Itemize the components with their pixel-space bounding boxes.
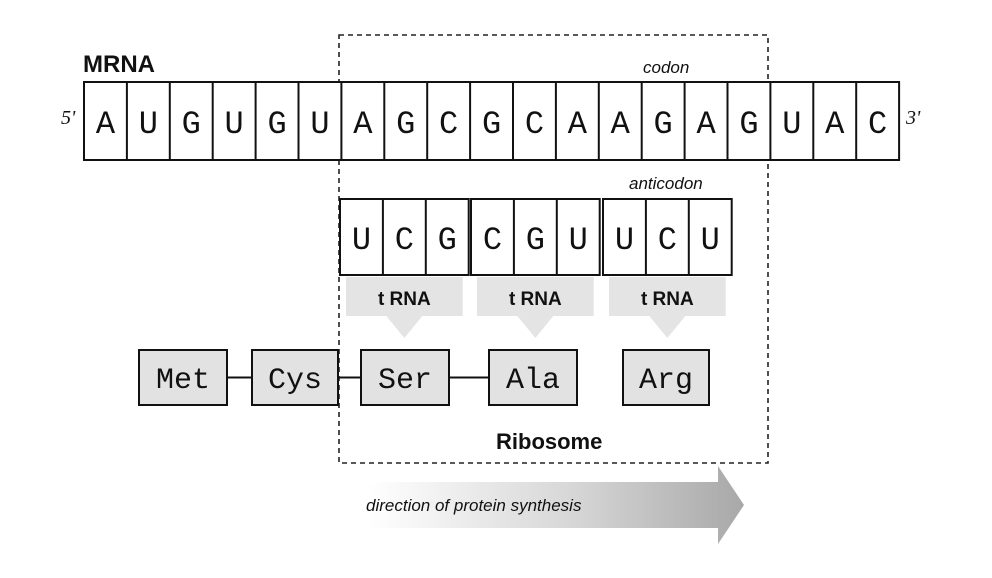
anticodon-base: U bbox=[701, 222, 720, 259]
three-prime-label: 3' bbox=[905, 107, 921, 129]
anticodon-base: C bbox=[483, 222, 502, 259]
mrna-base: C bbox=[525, 106, 544, 143]
mrna-base: C bbox=[868, 106, 887, 143]
ribosome-label: Ribosome bbox=[496, 429, 602, 454]
mrna-base: U bbox=[225, 106, 244, 143]
direction-arrow bbox=[368, 466, 744, 544]
mrna-outline bbox=[83, 81, 901, 161]
anticodon-base: G bbox=[526, 222, 545, 259]
mrna-base: A bbox=[825, 106, 845, 143]
anticodon-label: anticodon bbox=[629, 174, 703, 193]
mrna-base: G bbox=[739, 106, 758, 143]
mrna-base: G bbox=[267, 106, 286, 143]
mrna-base: G bbox=[396, 106, 415, 143]
five-prime-label: 5' bbox=[61, 107, 76, 129]
ribosome-box bbox=[338, 34, 769, 464]
amino-acid-met: Met bbox=[156, 364, 210, 398]
mrna-base: A bbox=[353, 106, 373, 143]
trna-label: t RNA bbox=[378, 289, 431, 310]
anticodon-box bbox=[602, 198, 733, 276]
mrna-title: MRNA bbox=[83, 51, 155, 78]
amino-acid-ser: Ser bbox=[378, 364, 432, 398]
mrna-base: U bbox=[139, 106, 158, 143]
anticodon-base: U bbox=[615, 222, 634, 259]
anticodon-base: C bbox=[395, 222, 414, 259]
anticodon-base: C bbox=[658, 222, 677, 259]
trna-label: t RNA bbox=[641, 289, 694, 310]
mrna-base: C bbox=[439, 106, 458, 143]
peptide-chain: Met Cys Ser Ala Arg bbox=[138, 349, 710, 406]
codon-label: codon bbox=[643, 58, 689, 77]
mrna-base: A bbox=[611, 106, 631, 143]
mrna-base: U bbox=[782, 106, 801, 143]
anticodon-box bbox=[470, 198, 601, 276]
mrna-base: G bbox=[482, 106, 501, 143]
direction-label: direction of protein synthesis bbox=[366, 496, 582, 515]
anticodon-box bbox=[339, 198, 470, 276]
anticodon-base: U bbox=[352, 222, 371, 259]
mrna-base: G bbox=[654, 106, 673, 143]
anticodon-base: U bbox=[569, 222, 588, 259]
amino-acid-arg: Arg bbox=[639, 364, 693, 398]
amino-acid-box bbox=[622, 349, 710, 406]
amino-acid-box bbox=[488, 349, 578, 406]
trna-body bbox=[346, 277, 463, 338]
amino-acid-box bbox=[251, 349, 339, 406]
amino-acid-cys: Cys bbox=[268, 364, 322, 398]
amino-acid-ala: Ala bbox=[506, 364, 560, 398]
trna-body bbox=[477, 277, 594, 338]
mrna-base: A bbox=[696, 106, 716, 143]
mrna-base: A bbox=[96, 106, 116, 143]
amino-acid-box bbox=[360, 349, 450, 406]
mrna-base: A bbox=[568, 106, 588, 143]
mrna-base: G bbox=[182, 106, 201, 143]
mrna-base: U bbox=[310, 106, 329, 143]
amino-acid-box bbox=[138, 349, 228, 406]
anticodon-base: G bbox=[438, 222, 457, 259]
trna-body bbox=[609, 277, 726, 338]
trna-label: t RNA bbox=[509, 289, 562, 310]
